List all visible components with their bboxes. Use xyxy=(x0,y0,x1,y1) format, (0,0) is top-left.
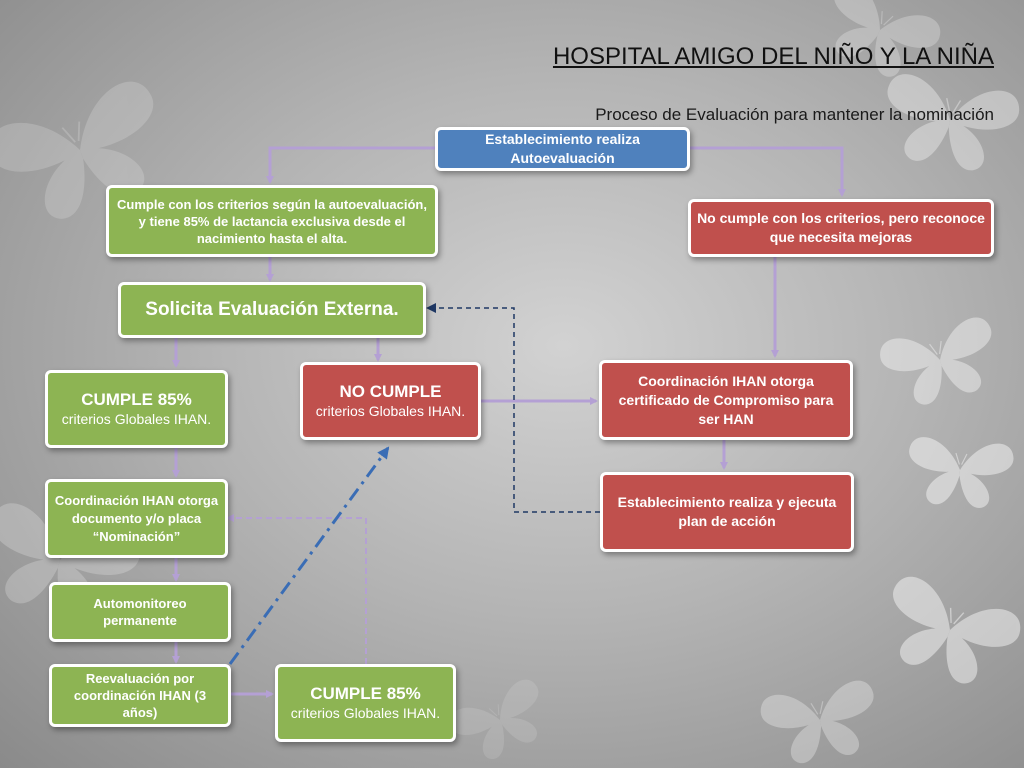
node-cumple-criterios: Cumple con los criterios según la autoev… xyxy=(106,185,438,257)
page-title: HOSPITAL AMIGO DEL NIÑO Y LA NIÑA xyxy=(552,43,994,70)
no-cumple-sub: criterios Globales IHAN. xyxy=(315,403,466,419)
node-reevaluacion: Reevaluación por coordinación IHAN (3 añ… xyxy=(49,664,231,727)
node-certificado-compromiso: Coordinación IHAN otorga certificado de … xyxy=(599,360,853,440)
node-cumple-85-b: CUMPLE 85% criterios Globales IHAN. xyxy=(275,664,456,742)
no-cumple-heading: NO CUMPLE xyxy=(339,382,442,401)
node-documento-nominacion: Coordinación IHAN otorga documento y/o p… xyxy=(45,479,228,558)
node-no-cumple-criterios: No cumple con los criterios, pero recono… xyxy=(688,199,994,257)
cumple-85-heading: CUMPLE 85% xyxy=(81,390,192,409)
cumple-85-b-sub: criterios Globales IHAN. xyxy=(290,705,441,721)
node-solicita-evaluacion: Solicita Evaluación Externa. xyxy=(118,282,426,338)
node-no-cumple: NO CUMPLE criterios Globales IHAN. xyxy=(300,362,481,440)
node-plan-accion: Establecimiento realiza y ejecuta plan d… xyxy=(600,472,854,552)
cumple-85-b-heading: CUMPLE 85% xyxy=(310,684,421,703)
cumple-85-sub: criterios Globales IHAN. xyxy=(61,411,212,427)
node-cumple-85: CUMPLE 85% criterios Globales IHAN. xyxy=(45,370,228,448)
node-automonitoreo: Automonitoreo permanente xyxy=(49,582,231,642)
page-subtitle: Proceso de Evaluación para mantener la n… xyxy=(595,105,994,124)
node-autoevaluacion: Establecimiento realiza Autoevaluación xyxy=(435,127,690,171)
